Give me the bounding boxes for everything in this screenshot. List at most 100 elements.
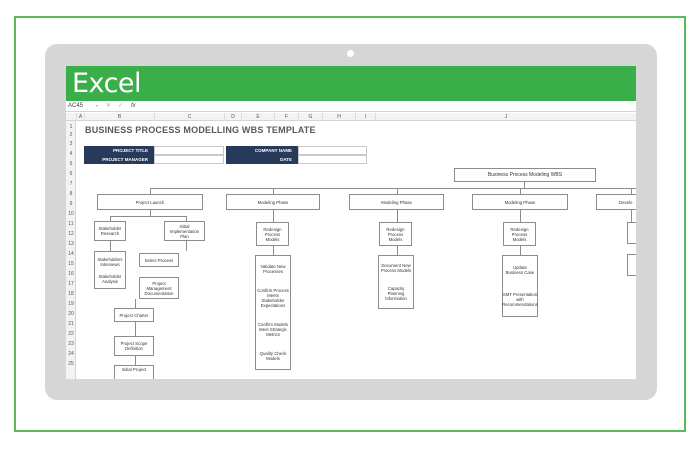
connector-line	[631, 210, 632, 222]
row-header[interactable]: 15	[68, 261, 74, 267]
wbs-task-label[interactable]: Stakeholder Analysis	[98, 273, 122, 284]
phase-node[interactable]: Project Launch	[97, 194, 203, 210]
wbs-task-label[interactable]: Document New Process Models	[380, 263, 412, 274]
fx-icon[interactable]: fx	[131, 103, 136, 109]
row-header[interactable]: 4	[69, 151, 73, 157]
row-header[interactable]: 6	[69, 171, 73, 177]
row-header[interactable]: 16	[68, 271, 74, 277]
wbs-task-group: Validate New Processes Confirm Process M…	[255, 255, 291, 370]
sheet-title: BUSINESS PROCESS MODELLING WBS TEMPLATE	[85, 125, 316, 135]
row-header[interactable]: 24	[68, 351, 74, 357]
wbs-task-node[interactable]: Redesign Process Models	[379, 222, 412, 246]
row-header[interactable]: 10	[68, 211, 74, 217]
column-header[interactable]: E	[241, 113, 274, 121]
wbs-task-node[interactable]: Project Management Documentation	[139, 277, 179, 299]
connector-line	[110, 241, 111, 251]
name-box[interactable]: AC45	[68, 103, 84, 109]
row-header[interactable]: 22	[68, 331, 74, 337]
connector-line	[110, 216, 111, 221]
company-name-field[interactable]	[298, 146, 367, 155]
wbs-task-node-partial[interactable]	[627, 222, 636, 244]
wbs-task-label[interactable]: Capacity Planning Information	[385, 285, 407, 301]
wbs-task-node-partial[interactable]	[627, 254, 636, 276]
column-header[interactable]: B	[84, 113, 154, 121]
column-header[interactable]: C	[154, 113, 224, 121]
row-header[interactable]: 12	[68, 231, 74, 237]
wbs-task-label[interactable]: Validate New Processes	[260, 264, 286, 274]
wbs-task-group: Document New Process Models Capacity Pla…	[378, 255, 414, 309]
wbs-task-node[interactable]: Redesign Process Models	[503, 222, 536, 246]
row-header[interactable]: 5	[69, 161, 73, 167]
column-header[interactable]: F	[274, 113, 298, 121]
row-header[interactable]: 8	[69, 191, 73, 197]
column-header[interactable]: H	[322, 113, 355, 121]
row-header[interactable]: 25	[68, 361, 74, 367]
row-header[interactable]: 21	[68, 321, 74, 327]
wbs-task-node[interactable]: Redesign Process Models	[256, 222, 289, 246]
column-header[interactable]: G	[298, 113, 322, 121]
company-name-label: COMPANY NAME	[226, 146, 298, 155]
connector-line	[397, 246, 398, 255]
wbs-task-label[interactable]: Stakeholders Interviews	[97, 256, 123, 267]
app-banner: Excel	[66, 66, 636, 101]
row-header[interactable]: 13	[68, 241, 74, 247]
wbs-task-node[interactable]: Project Scope Definition	[114, 336, 154, 356]
connector-line	[110, 216, 186, 217]
project-manager-field[interactable]	[154, 155, 224, 164]
wbs-task-node[interactable]: Project Charter	[114, 308, 154, 322]
row-header[interactable]: 3	[69, 141, 73, 147]
project-title-field[interactable]	[154, 146, 224, 155]
row-header[interactable]: 1	[69, 124, 73, 130]
phase-node[interactable]: Develo	[596, 194, 636, 210]
row-header[interactable]: 17	[68, 281, 74, 287]
connector-line	[520, 210, 521, 222]
phase-node[interactable]: Modeling Phase	[226, 194, 320, 210]
wbs-root-node[interactable]: Business Process Modeling WBS	[454, 168, 596, 182]
column-header[interactable]: I	[355, 113, 375, 121]
row-header[interactable]: 14	[68, 251, 74, 257]
check-icon[interactable]: ✓	[118, 103, 124, 109]
column-header[interactable]: J	[375, 113, 636, 121]
date-field[interactable]	[298, 155, 367, 164]
excel-screen: Excel AC45 ▾ ✕ ✓ fx A B C D E F G H I J …	[66, 66, 636, 379]
wbs-task-label[interactable]: Confirm Models Meet Strategic Metrics	[257, 322, 289, 337]
column-header[interactable]: A	[76, 113, 84, 121]
connector-line	[520, 188, 521, 194]
wbs-task-node[interactable]: Initial Implementation Plan	[164, 221, 205, 241]
phase-node[interactable]: Modeling Phase	[349, 194, 444, 210]
wbs-task-node[interactable]: Select Process	[139, 253, 179, 267]
connector-line	[524, 182, 525, 188]
connector-line	[631, 188, 632, 194]
phase-node[interactable]: Modeling Phase	[472, 194, 568, 210]
wbs-task-group: Stakeholders Interviews Stakeholder Anal…	[94, 251, 126, 289]
connector-line	[520, 246, 521, 255]
row-header[interactable]: 18	[68, 291, 74, 297]
wbs-task-label[interactable]: Update Business Case	[505, 265, 535, 276]
column-header[interactable]: D	[224, 113, 241, 121]
date-label: DATE	[226, 155, 298, 164]
row-header[interactable]: 11	[68, 221, 74, 227]
wbs-task-label[interactable]: SMT Presentation with Recommendations	[502, 291, 538, 307]
project-manager-label: PROJECT MANAGER	[84, 155, 154, 164]
wbs-task-group: Update Business Case SMT Presentation wi…	[502, 255, 538, 317]
connector-line	[150, 210, 151, 216]
column-headers: A B C D E F G H I J	[66, 113, 636, 121]
wbs-task-node[interactable]: Stakeholder Research	[94, 221, 126, 241]
connector-line	[273, 246, 274, 255]
wbs-task-label[interactable]: Confirm Process Meets Stakeholder Expect…	[257, 288, 289, 308]
row-header[interactable]: 20	[68, 311, 74, 317]
project-title-label: PROJECT TITLE	[84, 146, 154, 155]
row-headers: 1 2 3 4 5 6 7 8 9 10 11 12 13 14 15 16 1…	[66, 121, 76, 379]
row-header[interactable]: 2	[69, 132, 73, 138]
row-header[interactable]: 7	[69, 181, 73, 187]
connector-line	[186, 241, 187, 251]
wbs-task-node[interactable]: Initial Project	[114, 365, 154, 379]
wbs-task-label[interactable]: Quality Check Models	[259, 351, 287, 361]
close-icon[interactable]: ✕	[106, 103, 112, 109]
connector-line	[397, 210, 398, 222]
row-header[interactable]: 19	[68, 301, 74, 307]
row-header[interactable]: 23	[68, 341, 74, 347]
connector-line	[273, 210, 274, 222]
name-box-dropdown-icon[interactable]: ▾	[96, 103, 99, 108]
row-header[interactable]: 9	[69, 201, 73, 207]
